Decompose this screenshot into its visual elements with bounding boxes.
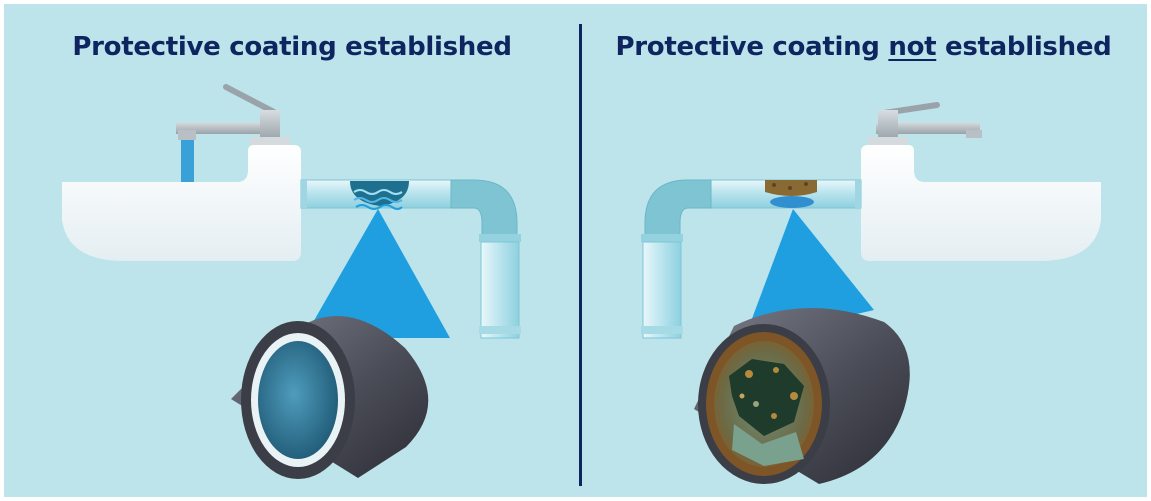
- left-sink-icon: [62, 145, 301, 261]
- corroded-pipe-icon: [694, 307, 910, 484]
- right-title-emphasis: not: [888, 32, 937, 62]
- left-panel-title: Protective coating established: [72, 32, 512, 62]
- right-scale-deposit: [765, 180, 817, 208]
- right-title-part-1: Protective coating: [615, 32, 889, 62]
- comparison-diagram: Protective coating established Protectiv…: [4, 4, 1147, 497]
- right-callout-beam: [744, 209, 874, 340]
- right-title-part-2: established: [936, 32, 1112, 62]
- panel-divider: [579, 24, 582, 486]
- clean-pipe-icon: [231, 315, 429, 479]
- illustration: [62, 84, 1101, 484]
- right-faucet-icon: [868, 102, 982, 151]
- left-water-stream: [181, 140, 194, 182]
- right-sink-icon: [861, 145, 1101, 261]
- left-coating-spot: [350, 181, 409, 210]
- right-panel-title: Protective coating not established: [580, 32, 1147, 62]
- left-callout-beam: [304, 209, 450, 338]
